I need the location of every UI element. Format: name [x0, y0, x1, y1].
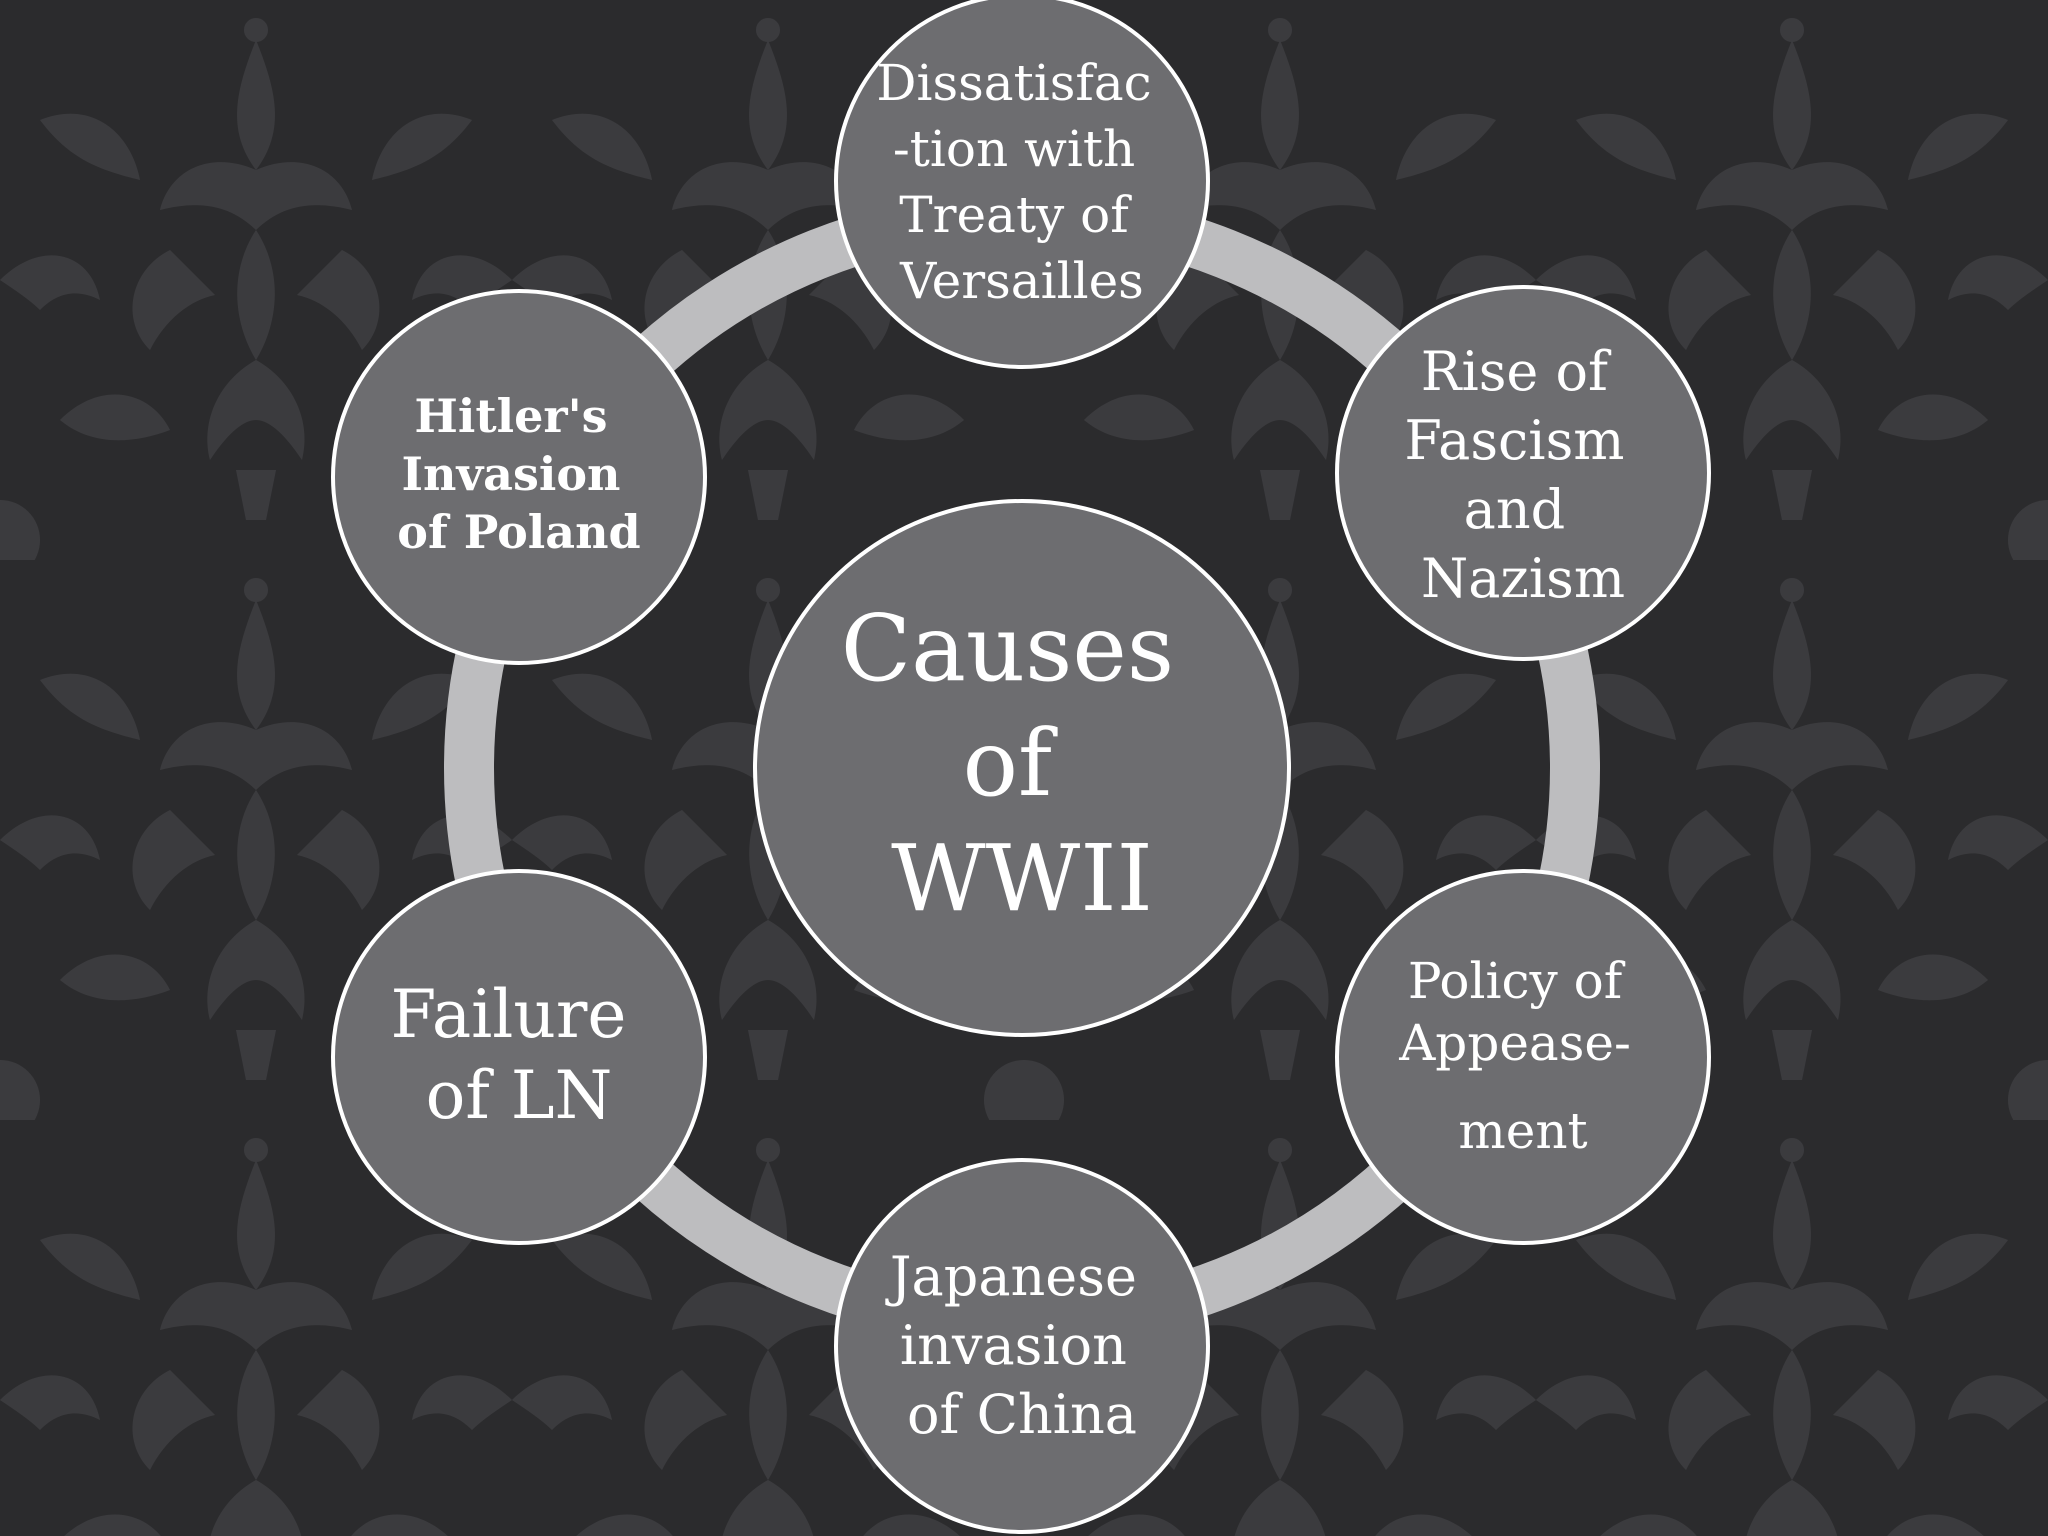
- center-node-label: Causes of WWII: [841, 595, 1204, 932]
- node-versailles-line: -tion with: [893, 120, 1135, 178]
- center-node: Causes of WWII: [753, 499, 1291, 1037]
- node-versailles: Dissatisfac -tion with Treaty of Versail…: [834, 0, 1210, 369]
- center-node-circle: [753, 499, 1291, 1037]
- node-appeasement-line: ment: [1458, 1102, 1587, 1160]
- center-node-line: of: [963, 710, 1058, 817]
- node-china-label: Japanese invasion of China: [885, 1245, 1154, 1446]
- node-versailles-line: Dissatisfac: [876, 54, 1151, 112]
- node-fascism-circle: [1335, 285, 1711, 661]
- node-poland: Hitler's Invasion of Poland: [331, 289, 707, 665]
- node-fascism-line: Nazism: [1421, 547, 1625, 610]
- node-poland-line: Hitler's: [414, 389, 607, 443]
- center-node-line: WWII: [891, 825, 1153, 932]
- node-appeasement-line: Policy of: [1408, 952, 1626, 1010]
- node-fascism-line: Fascism: [1404, 409, 1624, 472]
- node-poland-label: Hitler's Invasion of Poland: [397, 389, 640, 559]
- node-league-label: Failure of LN: [391, 976, 648, 1134]
- center-node-line: Causes: [841, 595, 1174, 702]
- node-appeasement-circle: [1335, 869, 1711, 1245]
- node-league-line: Failure: [391, 976, 627, 1053]
- node-china: Japanese invasion of China: [834, 1158, 1210, 1534]
- node-fascism: Rise of Fascism and Nazism: [1335, 285, 1711, 661]
- node-china-line: of China: [907, 1383, 1137, 1446]
- node-poland-line: of Poland: [397, 505, 640, 559]
- node-league-circle: [331, 869, 707, 1245]
- node-appeasement-line: Appease-: [1398, 1014, 1631, 1072]
- node-fascism-label: Rise of Fascism and Nazism: [1404, 340, 1641, 610]
- node-versailles-circle: [834, 0, 1210, 369]
- node-appeasement: Policy of Appease- ment: [1335, 869, 1711, 1245]
- node-china-circle: [834, 1158, 1210, 1534]
- node-china-line: invasion: [900, 1314, 1127, 1377]
- node-poland-line: Invasion: [401, 447, 620, 501]
- node-versailles-line: Versailles: [899, 252, 1144, 310]
- node-fascism-line: and: [1464, 478, 1566, 541]
- node-versailles-label: Dissatisfac -tion with Treaty of Versail…: [876, 54, 1167, 310]
- node-appeasement-label: Policy of Appease- ment: [1398, 952, 1647, 1160]
- node-league: Failure of LN: [331, 869, 707, 1245]
- node-league-line: of LN: [426, 1057, 613, 1134]
- node-poland-circle: [331, 289, 707, 665]
- node-china-line: Japanese: [885, 1245, 1137, 1308]
- node-versailles-line: Treaty of: [899, 186, 1132, 244]
- node-fascism-line: Rise of: [1421, 340, 1612, 403]
